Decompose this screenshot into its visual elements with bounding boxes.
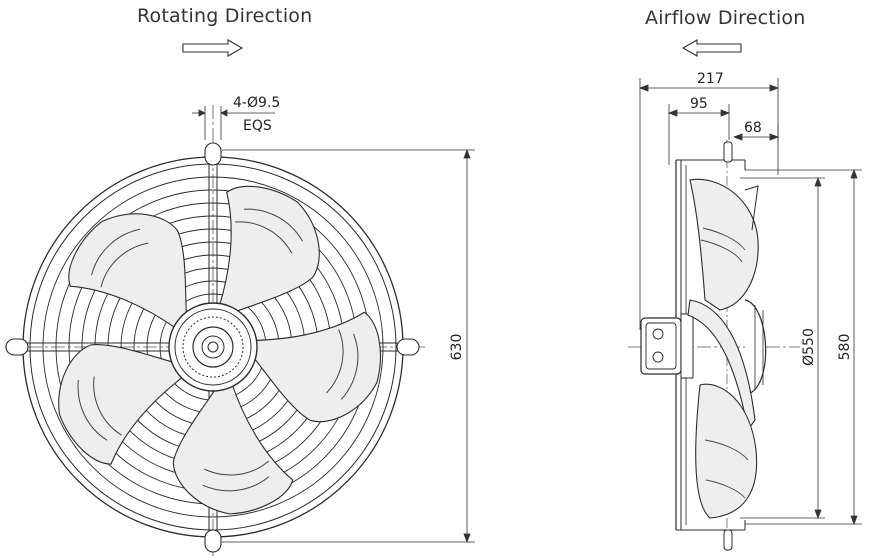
- hole-dimension: [192, 106, 275, 140]
- depth-mount-label: 95: [690, 96, 708, 112]
- rotating-arrow-icon: [182, 39, 244, 57]
- height-dimension: [222, 148, 475, 544]
- side-blade-middle: [687, 299, 756, 432]
- side-motor: [640, 299, 767, 396]
- side-blade-lower: [695, 383, 758, 519]
- airflow-direction-title: Airflow Direction: [645, 7, 806, 29]
- hole-spec-label: 4-Ø9.5: [233, 95, 280, 111]
- impeller-diameter-label: Ø550: [801, 328, 817, 366]
- side-blade-upper: [689, 178, 759, 311]
- mount-height-label: 580: [837, 334, 853, 361]
- mounting-lugs: [5, 142, 420, 553]
- depth-dimensions: [638, 78, 780, 330]
- depth-total-label: 217: [697, 71, 724, 87]
- vertical-dimensions: [740, 168, 862, 526]
- side-view: 217 95 68 Ø550 580: [628, 71, 862, 552]
- motor-hub: [168, 302, 258, 392]
- airflow-arrow-icon: [681, 39, 742, 57]
- height-label: 630: [449, 334, 465, 361]
- front-view: 4-Ø9.5 EQS 630: [5, 95, 475, 558]
- hole-note-label: EQS: [243, 118, 272, 134]
- rotating-direction-title: Rotating Direction: [137, 5, 313, 27]
- depth-blade-label: 68: [744, 120, 762, 136]
